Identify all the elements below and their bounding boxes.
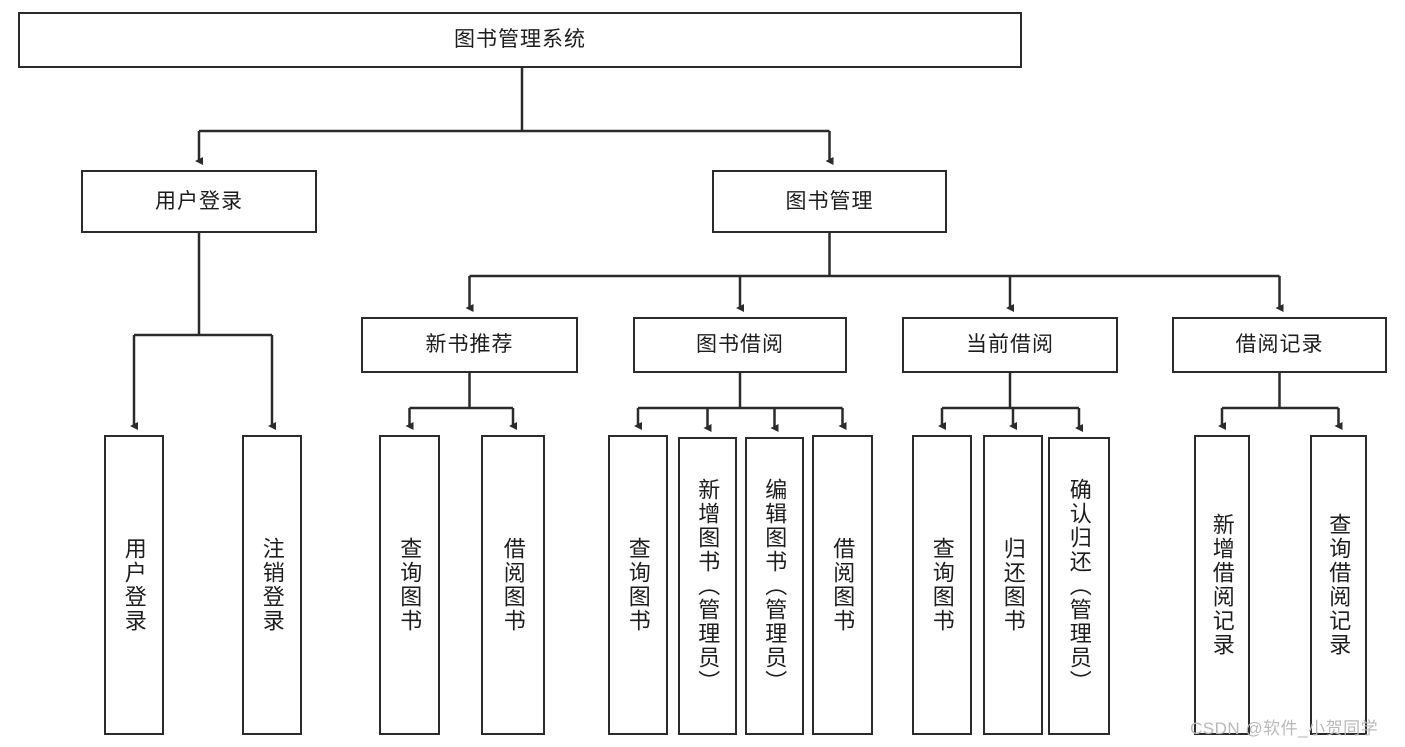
node-label: 查询图书 bbox=[397, 537, 423, 633]
leaf-node-11[interactable]: 新增借阅记录 bbox=[1194, 435, 1250, 735]
leaf-node-3[interactable]: 借阅图书 bbox=[481, 435, 545, 735]
level1-node-0[interactable]: 用户登录 bbox=[81, 170, 317, 233]
level2-node-2[interactable]: 当前借阅 bbox=[902, 317, 1118, 373]
level2-node-3[interactable]: 借阅记录 bbox=[1172, 317, 1387, 373]
node-label: 借阅图书 bbox=[830, 537, 856, 633]
leaf-node-12[interactable]: 查询借阅记录 bbox=[1310, 435, 1367, 735]
leaf-node-7[interactable]: 借阅图书 bbox=[812, 435, 873, 735]
leaf-node-1[interactable]: 注销登录 bbox=[242, 435, 302, 735]
leaf-node-5[interactable]: 新增图书（管理员） bbox=[678, 437, 737, 735]
node-label: 图书管理系统 bbox=[454, 28, 586, 52]
node-label: 编辑图书（管理员） bbox=[762, 478, 788, 694]
node-label: 确认归还（管理员） bbox=[1066, 478, 1092, 694]
node-label: 借阅图书 bbox=[500, 537, 526, 633]
node-label: 借阅记录 bbox=[1235, 333, 1324, 357]
level2-node-1[interactable]: 图书借阅 bbox=[633, 317, 847, 373]
leaf-node-2[interactable]: 查询图书 bbox=[379, 435, 440, 735]
node-label: 查询图书 bbox=[625, 537, 651, 633]
leaf-node-6[interactable]: 编辑图书（管理员） bbox=[745, 437, 804, 735]
node-label: 注销登录 bbox=[259, 537, 285, 633]
node-label: 当前借阅 bbox=[966, 333, 1054, 357]
leaf-node-8[interactable]: 查询图书 bbox=[912, 435, 972, 735]
node-label: 查询借阅记录 bbox=[1326, 513, 1352, 657]
level2-node-0[interactable]: 新书推荐 bbox=[361, 317, 578, 373]
leaf-node-9[interactable]: 归还图书 bbox=[983, 435, 1043, 735]
node-label: 新增借阅记录 bbox=[1209, 513, 1235, 657]
node-label: 图书管理 bbox=[785, 189, 874, 213]
leaf-node-0[interactable]: 用户登录 bbox=[104, 435, 164, 735]
node-label: 用户登录 bbox=[121, 537, 147, 633]
node-label: 图书借阅 bbox=[696, 333, 784, 357]
leaf-node-4[interactable]: 查询图书 bbox=[608, 435, 668, 735]
connector-lines bbox=[130, 68, 1343, 432]
node-label: 新书推荐 bbox=[425, 333, 514, 357]
node-label: 归还图书 bbox=[1000, 537, 1026, 633]
root-node-0[interactable]: 图书管理系统 bbox=[18, 12, 1022, 68]
level1-node-1[interactable]: 图书管理 bbox=[712, 170, 947, 233]
leaf-node-10[interactable]: 确认归还（管理员） bbox=[1048, 437, 1110, 735]
node-label: 新增图书（管理员） bbox=[695, 478, 721, 694]
node-label: 查询图书 bbox=[929, 537, 955, 633]
node-label: 用户登录 bbox=[155, 189, 243, 213]
